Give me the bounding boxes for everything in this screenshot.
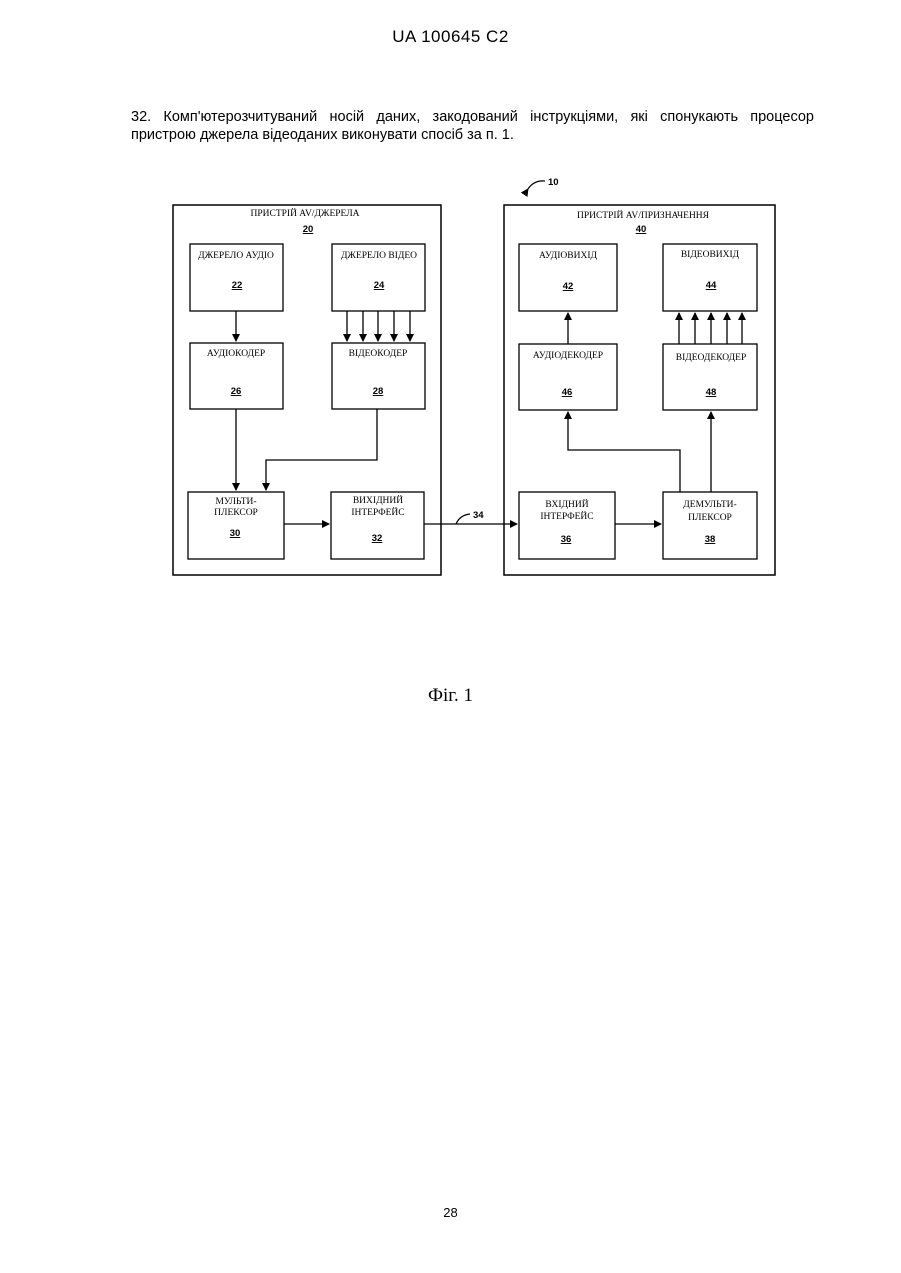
link-34: [424, 514, 517, 524]
svg-text:АУДІОДЕКОДЕР: АУДІОДЕКОДЕР: [533, 351, 603, 361]
svg-text:30: 30: [230, 528, 241, 539]
svg-text:ПЛЕКСОР: ПЛЕКСОР: [214, 508, 258, 518]
svg-text:ВІДЕОДЕКОДЕР: ВІДЕОДЕКОДЕР: [676, 353, 747, 363]
dest-device-number: 40: [636, 224, 647, 235]
svg-text:ВИХІДНИЙ: ВИХІДНИЙ: [353, 494, 403, 506]
svg-text:24: 24: [374, 280, 385, 291]
svg-text:МУЛЬТИ-: МУЛЬТИ-: [215, 497, 256, 507]
system-ref-number: 10: [548, 177, 559, 188]
audio-source-block: ДЖЕРЕЛО АУДІО 22: [190, 244, 283, 311]
figure-caption: Фіг. 1: [0, 685, 901, 707]
audio-decoder-block: АУДІОДЕКОДЕР 46: [519, 344, 617, 410]
audio-output-block: АУДІОВИХІД 42: [519, 244, 617, 311]
svg-text:44: 44: [706, 280, 717, 291]
svg-text:26: 26: [231, 386, 242, 397]
svg-text:ПЛЕКСОР: ПЛЕКСОР: [688, 513, 732, 523]
system-ref-leader: [528, 181, 545, 189]
source-device-number: 20: [303, 224, 314, 235]
input-interface-block: ВХІДНИЙ ІНТЕРФЕЙС 36: [519, 492, 615, 559]
svg-text:ДЖЕРЕЛО АУДІО: ДЖЕРЕЛО АУДІО: [198, 251, 274, 261]
svg-text:ВІДЕОКОДЕР: ВІДЕОКОДЕР: [349, 349, 408, 359]
svg-text:АУДІОКОДЕР: АУДІОКОДЕР: [207, 349, 265, 359]
svg-text:32: 32: [372, 533, 383, 544]
multiplexer-block: МУЛЬТИ- ПЛЕКСОР 30: [188, 492, 284, 559]
svg-text:48: 48: [706, 387, 717, 398]
link-ref-number: 34: [473, 510, 484, 521]
svg-text:АУДІОВИХІД: АУДІОВИХІД: [539, 251, 598, 261]
svg-text:ДЖЕРЕЛО ВІДЕО: ДЖЕРЕЛО ВІДЕО: [341, 251, 417, 261]
demultiplexer-block: ДЕМУЛЬТИ- ПЛЕКСОР 38: [663, 492, 757, 559]
svg-text:28: 28: [373, 386, 384, 397]
svg-text:ВХІДНИЙ: ВХІДНИЙ: [545, 498, 588, 510]
svg-text:36: 36: [561, 534, 572, 545]
block-diagram: 10 ПРИСТРІЙ AV/ДЖЕРЕЛА 20 ПРИСТРІЙ AV/ПР…: [0, 0, 901, 640]
svg-text:ДЕМУЛЬТИ-: ДЕМУЛЬТИ-: [683, 500, 736, 510]
page-number: 28: [0, 1205, 901, 1220]
video-decoder-block: ВІДЕОДЕКОДЕР 48: [663, 344, 757, 410]
video-encoder-block: ВІДЕОКОДЕР 28: [332, 343, 425, 409]
svg-text:ІНТЕРФЕЙС: ІНТЕРФЕЙС: [540, 510, 593, 522]
svg-text:22: 22: [232, 280, 243, 291]
source-device-title: ПРИСТРІЙ AV/ДЖЕРЕЛА: [250, 207, 359, 219]
svg-text:ІНТЕРФЕЙС: ІНТЕРФЕЙС: [351, 506, 404, 518]
svg-text:ВІДЕОВИХІД: ВІДЕОВИХІД: [681, 250, 740, 260]
svg-text:38: 38: [705, 534, 716, 545]
output-interface-block: ВИХІДНИЙ ІНТЕРФЕЙС 32: [331, 492, 424, 559]
svg-text:42: 42: [563, 281, 574, 292]
svg-text:46: 46: [562, 387, 573, 398]
video-output-block: ВІДЕОВИХІД 44: [663, 244, 757, 311]
audio-encoder-block: АУДІОКОДЕР 26: [190, 343, 283, 409]
video-source-block: ДЖЕРЕЛО ВІДЕО 24: [332, 244, 425, 311]
dest-device-title: ПРИСТРІЙ AV/ПРИЗНАЧЕННЯ: [577, 209, 710, 221]
